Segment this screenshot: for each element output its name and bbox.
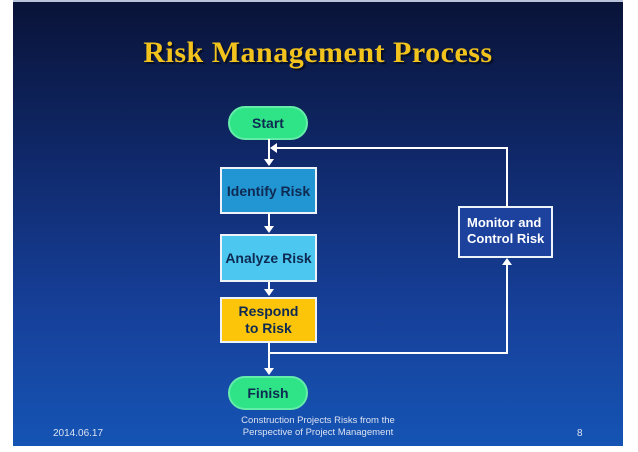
footer-caption: Construction Projects Risks from the Per… <box>13 415 623 438</box>
loop-top-horizontal <box>277 147 507 149</box>
flow-node-finish: Finish <box>228 376 308 410</box>
arrowhead-into-respond <box>264 289 274 296</box>
arrowhead-into-analyze <box>264 226 274 233</box>
loop-right-vertical-upper <box>506 147 508 207</box>
footer-caption-line2: Perspective of Project Management <box>242 426 394 438</box>
monitor-label-line2: Control Risk <box>467 231 545 246</box>
arrowhead-into-monitor <box>502 258 512 265</box>
arrowhead-into-identify <box>264 159 274 166</box>
connector-identify-analyze <box>268 213 270 227</box>
connector-start-identify <box>268 139 270 160</box>
identify-risk-label: Identify Risk <box>226 182 311 199</box>
respond-to-risk-label-line2: to Risk <box>245 320 292 336</box>
loop-right-vertical-lower <box>506 265 508 353</box>
connector-analyze-respond <box>268 282 270 290</box>
arrowhead-into-finish <box>264 368 274 375</box>
footer-caption-line1: Construction Projects Risks from the <box>241 415 395 426</box>
connector-respond-finish <box>268 343 270 369</box>
slide-title: Risk Management Process <box>143 36 493 69</box>
loop-bottom-horizontal <box>269 352 508 354</box>
flow-node-respond-to-risk: Respond to Risk <box>220 297 317 343</box>
footer-date: 2014.06.17 <box>53 428 104 439</box>
respond-to-risk-label-line1: Respond <box>238 303 299 319</box>
monitor-label-line1: Monitor and <box>467 215 542 230</box>
start-label: Start <box>252 115 284 131</box>
flow-node-identify-risk: Identify Risk <box>220 167 317 214</box>
slide-canvas: Risk Management Process Start Identify R… <box>13 0 623 446</box>
flow-node-monitor-control-risk: Monitor and Control Risk <box>458 206 553 258</box>
arrowhead-into-main-line <box>270 143 277 153</box>
flow-node-analyze-risk: Analyze Risk <box>220 234 317 282</box>
flow-node-start: Start <box>228 106 308 140</box>
analyze-risk-label: Analyze Risk <box>225 250 312 266</box>
finish-label: Finish <box>247 385 289 401</box>
footer-page-number: 8 <box>577 428 583 439</box>
